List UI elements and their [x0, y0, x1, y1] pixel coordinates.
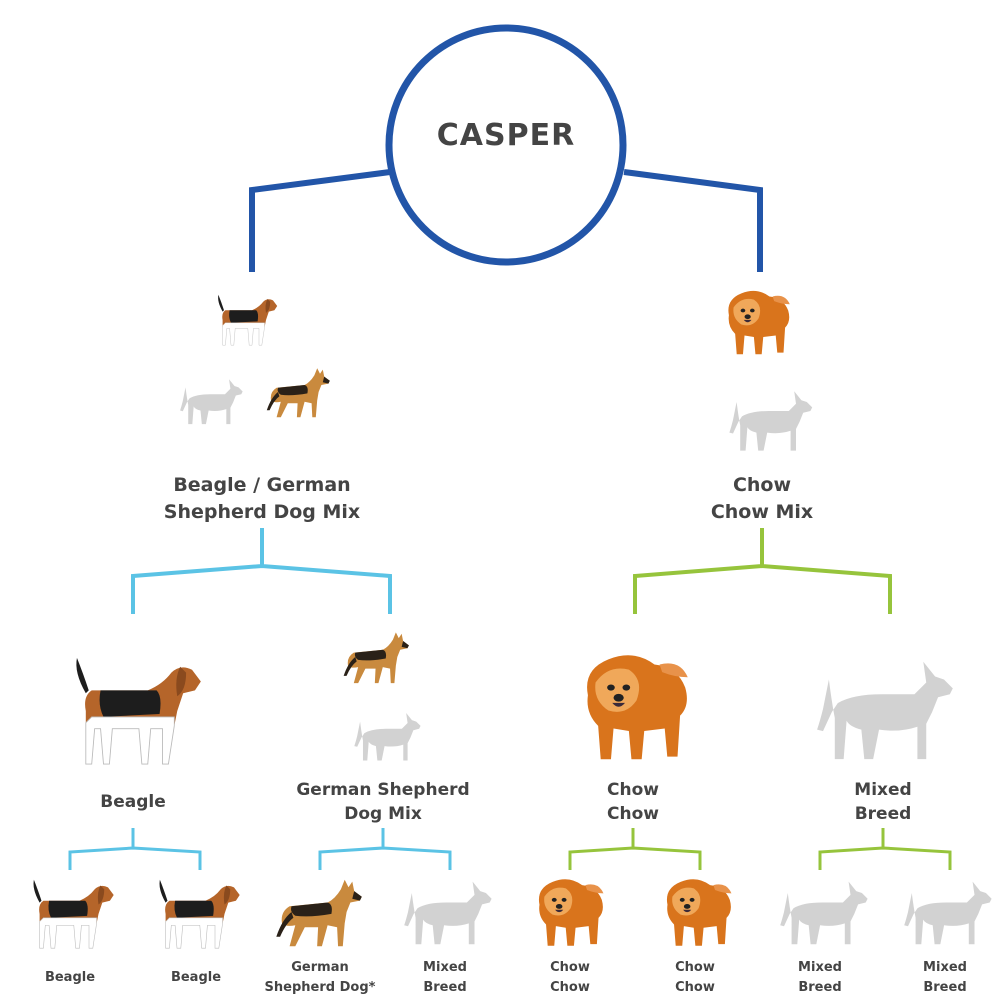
unknown-dog-silhouette-icon: [404, 881, 492, 945]
great-grandparent-label-6: Chow Chow: [645, 958, 745, 998]
connector-left-parent: [131, 528, 392, 614]
unknown-dog-silhouette-icon: [729, 391, 813, 451]
german-shepherd-icon: [276, 879, 362, 947]
connector-chow-grandparent: [568, 828, 702, 870]
ggp-4-line1: Mixed: [423, 960, 467, 975]
ggp-3-line2: Shepherd Dog*: [264, 980, 376, 995]
beagle-icon: [74, 653, 202, 765]
grandparent-label-3-line2: Chow: [607, 804, 659, 824]
parent-label-left-line1: Beagle / German: [173, 474, 351, 496]
unknown-dog-silhouette-icon: [817, 661, 953, 760]
parent-label-left: Beagle / German Shepherd Dog Mix: [132, 472, 392, 526]
great-grandparent-label-4: Mixed Breed: [395, 958, 495, 998]
great-grandparent-label-5: Chow Chow: [520, 958, 620, 998]
ggp-4-line2: Breed: [423, 980, 467, 995]
parent-label-left-line2: Shepherd Dog Mix: [163, 501, 361, 523]
unknown-dog-silhouette-icon: [180, 379, 243, 425]
grandparent-label-2-line2: Dog Mix: [344, 804, 422, 824]
grandparent-label-beagle: Beagle: [53, 790, 213, 814]
grandparent-label-shepherd-mix: German Shepherd Dog Mix: [283, 778, 483, 826]
connector-mixed-grandparent: [818, 828, 952, 870]
unknown-dog-silhouette-icon: [904, 881, 992, 945]
beagle-icon: [32, 877, 115, 949]
grandparent-label-chow: Chow Chow: [553, 778, 713, 826]
root-connector-left: [249, 169, 391, 272]
german-shepherd-icon: [266, 368, 330, 418]
chow-chow-icon: [666, 879, 732, 946]
ggp-8-line2: Breed: [923, 980, 967, 995]
connector-shepherd-mix-grandparent: [318, 828, 452, 870]
ggp-7-line1: Mixed: [798, 960, 842, 975]
great-grandparent-label-7: Mixed Breed: [770, 958, 870, 998]
unknown-dog-silhouette-icon: [780, 881, 868, 945]
parent-label-right-line2: Chow Mix: [710, 501, 814, 523]
great-grandparent-label-1: Beagle: [20, 968, 120, 988]
connector-right-parent: [633, 528, 892, 614]
parent-label-right-line1: Chow: [732, 474, 792, 496]
great-grandparent-label-2: Beagle: [146, 968, 246, 988]
ggp-7-line2: Breed: [798, 980, 842, 995]
great-grandparent-label-3: German Shepherd Dog*: [260, 958, 380, 998]
beagle-icon: [158, 877, 241, 949]
root-circle: [385, 24, 627, 266]
root-connector-right: [623, 169, 763, 272]
unknown-dog-silhouette-icon: [354, 712, 421, 761]
grandparent-label-1-line1: Beagle: [100, 792, 166, 812]
ggp-6-line1: Chow: [675, 960, 715, 975]
ggp-8-line1: Mixed: [923, 960, 967, 975]
ggp-2-line1: Beagle: [170, 970, 222, 985]
beagle-icon: [217, 292, 278, 346]
german-shepherd-icon: [343, 632, 409, 684]
grandparent-label-3-line1: Chow: [607, 780, 659, 800]
ggp-1-line1: Beagle: [44, 970, 96, 985]
chow-chow-icon: [587, 655, 688, 760]
ggp-6-line2: Chow: [675, 980, 715, 995]
ggp-5-line1: Chow: [550, 960, 590, 975]
root-dog-name: CASPER: [436, 118, 576, 153]
chow-chow-icon: [538, 879, 604, 946]
ggp-5-line2: Chow: [550, 980, 590, 995]
chow-chow-icon: [728, 290, 790, 355]
grandparent-label-4-line2: Breed: [854, 804, 912, 824]
connector-beagle-grandparent: [68, 828, 202, 870]
parent-label-right: Chow Chow Mix: [662, 472, 862, 526]
grandparent-label-2-line1: German Shepherd: [296, 780, 470, 800]
grandparent-label-4-line1: Mixed: [854, 780, 912, 800]
ggp-3-line1: German: [291, 960, 349, 975]
grandparent-label-mixed: Mixed Breed: [803, 778, 963, 826]
great-grandparent-label-8: Mixed Breed: [895, 958, 995, 998]
